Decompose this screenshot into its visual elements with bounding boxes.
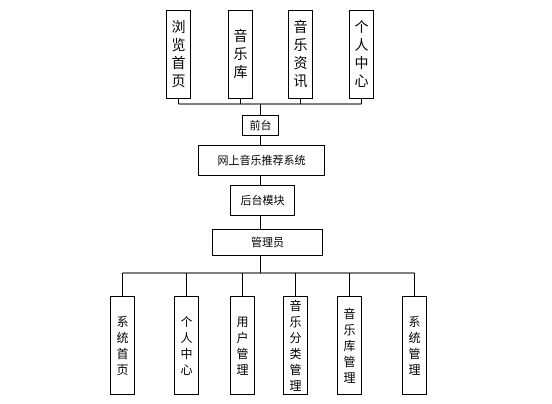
admin-node-label: 管理员 (251, 235, 284, 249)
diagram-nodes: 浏览首页音乐库音乐资讯个人中心前台网上音乐推荐系统后台模块管理员系统首页个人中心… (110, 10, 427, 395)
bottom-node-box-1 (174, 296, 199, 395)
bottom-node-box-5 (402, 296, 427, 395)
top-node-label-3: 个人中心 (355, 20, 369, 90)
top-node-box-0 (166, 10, 191, 99)
bottom-node-label-3: 音乐分类管理 (289, 298, 301, 393)
bottom-node-box-4 (337, 296, 362, 395)
frontend-node-label: 前台 (250, 118, 272, 132)
bottom-node-box-0 (110, 296, 135, 395)
system-title-node-label: 网上音乐推荐系统 (218, 153, 306, 167)
backend-module-node-box (230, 185, 295, 216)
admin-node-box (212, 229, 323, 256)
top-node-box-2 (288, 10, 313, 99)
bottom-node-label-4: 音乐库管理 (343, 306, 355, 385)
frontend-node-box (242, 115, 279, 136)
bottom-node-box-2 (230, 296, 255, 395)
top-node-box-1 (228, 10, 253, 99)
system-title-node-box (198, 145, 325, 176)
bottom-node-label-5: 系统管理 (408, 315, 420, 377)
top-node-label-0: 浏览首页 (172, 20, 186, 90)
top-node-label-2: 音乐资讯 (294, 19, 308, 90)
bottom-node-label-2: 用户管理 (236, 315, 248, 377)
top-node-box-3 (349, 10, 374, 99)
bottom-node-label-1: 个人中心 (180, 315, 192, 377)
bottom-node-label-0: 系统首页 (116, 315, 128, 377)
top-node-label-1: 音乐库 (234, 28, 248, 81)
connector-lines (122, 98, 415, 297)
bottom-node-box-3 (283, 296, 308, 395)
backend-module-node-label: 后台模块 (241, 193, 285, 207)
